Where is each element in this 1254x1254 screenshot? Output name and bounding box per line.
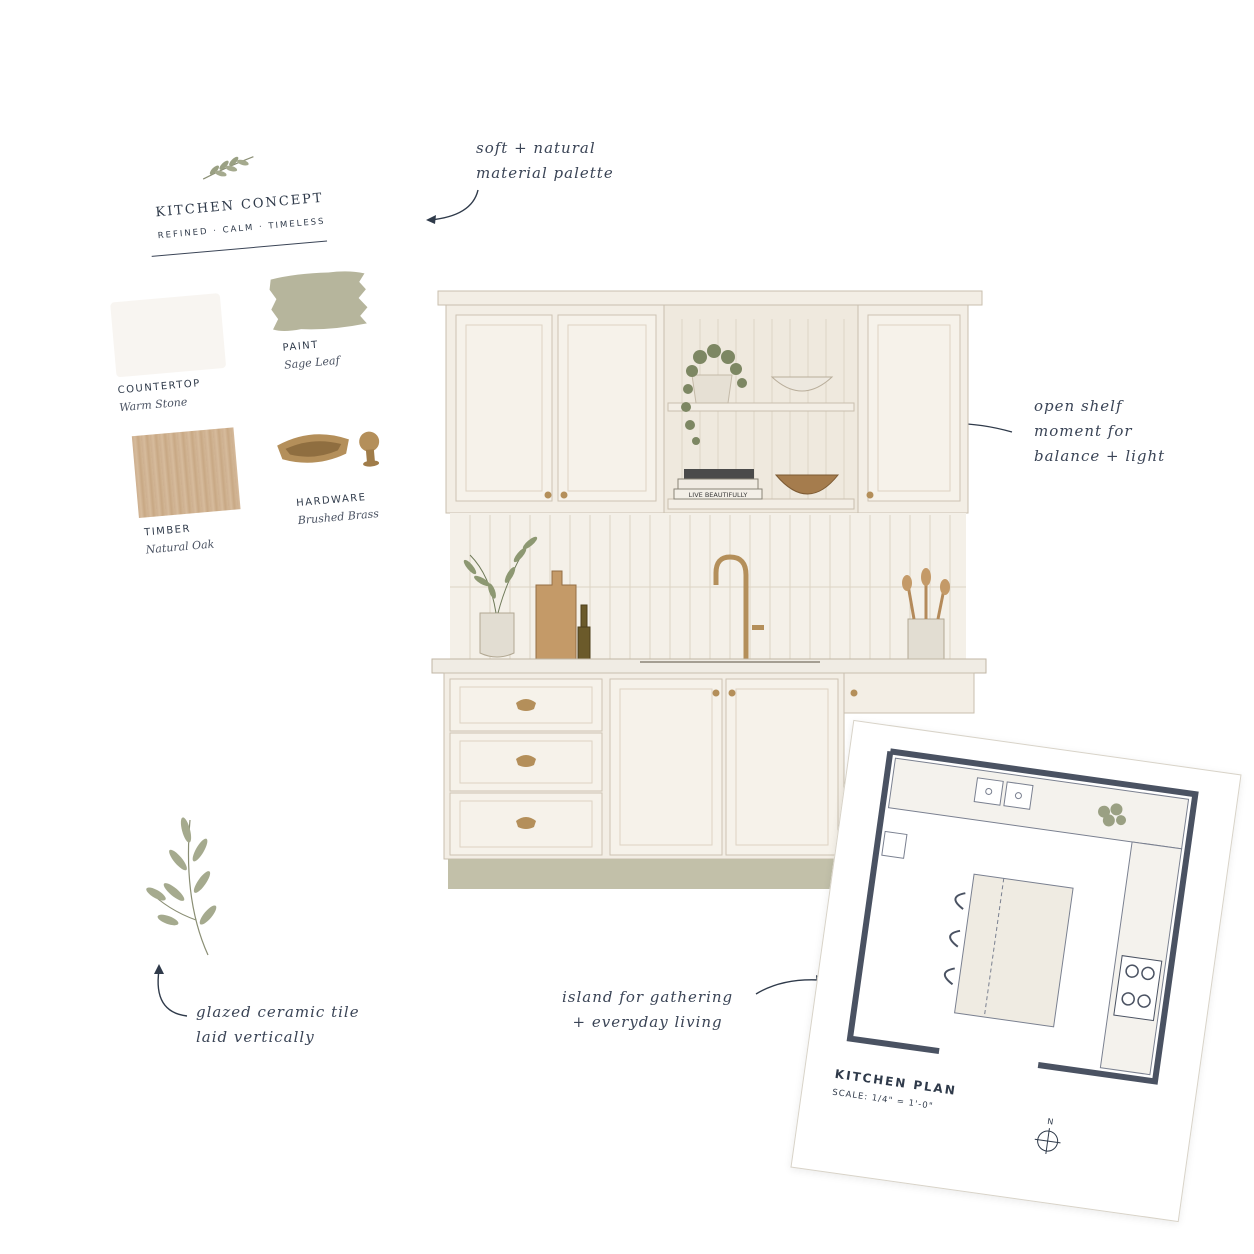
wooden-bowl-icon xyxy=(774,474,840,495)
book xyxy=(677,478,759,490)
cup-pull-icon xyxy=(516,699,536,711)
concept-title: Kitchen Concept xyxy=(154,190,325,221)
kitchen-plan-sheet: Kitchen Plan Scale: 1/4" = 1'-0" N xyxy=(790,719,1242,1223)
knob xyxy=(544,491,552,499)
palette-note-line-1: soft + natural xyxy=(476,139,596,157)
stool-icon xyxy=(943,967,955,986)
sink-icon xyxy=(973,777,1004,806)
book xyxy=(673,488,763,500)
cup-pull-icon xyxy=(516,755,536,767)
shelf-note-line-3: balance + light xyxy=(1034,447,1166,465)
trailing-plant-icon xyxy=(681,344,747,445)
island-note: island for gathering + everyday living xyxy=(562,985,733,1035)
timber-label: Timber xyxy=(143,523,192,539)
shelf-note: open shelf moment for balance + light xyxy=(1034,394,1165,469)
countertop-swatch xyxy=(110,293,227,378)
shelf-note-line-2: moment for xyxy=(1034,422,1133,440)
concept-header: Kitchen Concept Refined · Calm · Timeles… xyxy=(135,142,345,279)
island-note-line-2: + everyday living xyxy=(572,1013,723,1031)
palette-note-line-2: material palette xyxy=(476,164,614,182)
white-bowl-icon xyxy=(770,376,834,392)
tile-note-line-2: laid vertically xyxy=(196,1028,315,1046)
base-door-left xyxy=(609,678,723,856)
base-door-right xyxy=(725,678,839,856)
tile-note-line-1: glazed ceramic tile xyxy=(196,1003,360,1021)
hardware-label: Hardware xyxy=(295,492,367,510)
knob xyxy=(728,689,736,697)
countertop-material: Warm Stone xyxy=(118,395,188,415)
oak-swatch xyxy=(131,427,241,518)
paint-swatch xyxy=(269,271,368,332)
paint-material: Sage Leaf xyxy=(283,353,341,372)
tile-note: glazed ceramic tile laid vertically xyxy=(196,1000,360,1050)
olive-vase-icon xyxy=(463,536,538,658)
kitchen-elevation: LIVE BEAUTIFULLY xyxy=(431,290,987,889)
faucet-icon xyxy=(713,554,749,659)
palette-arrow-icon xyxy=(426,189,479,224)
stool-icon xyxy=(954,892,966,910)
countertop-label: Countertop xyxy=(117,378,202,397)
countertop xyxy=(431,658,987,674)
floor-plan xyxy=(846,748,1199,1085)
knob xyxy=(712,689,720,697)
island-icon xyxy=(954,873,1074,1028)
leaf-sprig-icon xyxy=(202,156,254,180)
concept-divider xyxy=(151,240,328,257)
book-spine-text: LIVE BEAUTIFULLY xyxy=(689,491,748,499)
stool-icon xyxy=(949,929,961,948)
swatch-board: Countertop Warm Stone Paint Sage Leaf Ti… xyxy=(98,252,422,567)
olive-branch-icon xyxy=(146,817,217,956)
brass-pull-icon xyxy=(277,431,380,467)
concept-subtitle: Refined · Calm · Timeless xyxy=(157,216,326,242)
plant-icon xyxy=(1098,803,1127,827)
hardware-material: Brushed Brass xyxy=(297,507,380,528)
tile-arrow-icon xyxy=(154,964,188,1017)
crown-molding xyxy=(437,290,983,306)
knob xyxy=(850,689,858,697)
palette-note: soft + natural material palette xyxy=(476,136,614,186)
cup-pull-icon xyxy=(516,817,536,829)
compass-icon xyxy=(1034,1128,1061,1155)
island-note-line-1: island for gathering xyxy=(562,988,734,1006)
north-arrow: N xyxy=(1031,1115,1066,1159)
oil-bottle-icon xyxy=(577,604,591,660)
paint-label: Paint xyxy=(282,339,320,354)
range-icon xyxy=(1113,955,1163,1022)
timber-material: Natural Oak xyxy=(145,537,215,557)
book xyxy=(684,469,754,479)
shelf-note-line-1: open shelf xyxy=(1034,397,1123,415)
knob xyxy=(560,491,568,499)
toe-kick xyxy=(448,859,868,889)
knob xyxy=(866,491,874,499)
